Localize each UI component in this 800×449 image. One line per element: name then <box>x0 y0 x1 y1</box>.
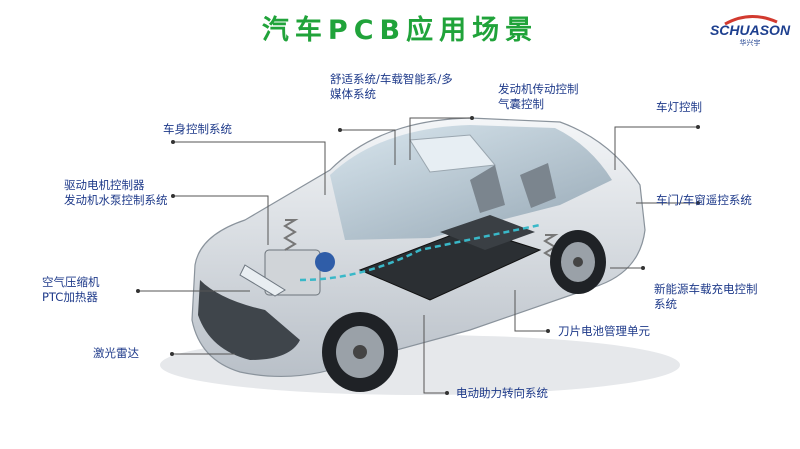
label-engine-line2: 气囊控制 <box>498 97 544 111</box>
page-title: 汽车PCB应用场景 <box>261 15 539 46</box>
label-lidar: 激光雷达 <box>93 346 139 360</box>
battery-module <box>440 215 535 250</box>
callout-dot <box>171 140 175 144</box>
energy-flow-line <box>299 223 541 282</box>
callout-dot <box>136 289 140 293</box>
label-ac: 空气压缩机 PTC加热器 <box>42 275 100 305</box>
callout-lines <box>138 117 698 394</box>
callout-dot <box>171 194 175 198</box>
label-charge-line1: 新能源车载充电控制 <box>654 282 758 296</box>
seat-front <box>470 165 505 213</box>
label-engine-line1: 发动机传动控制 <box>498 82 579 96</box>
label-steering: 电动助力转向系统 <box>456 386 548 400</box>
label-charge: 新能源车载充电控制 系统 <box>654 282 758 312</box>
callout-dot <box>338 128 342 132</box>
rear-spring <box>543 234 559 260</box>
label-door: 车门/车窗遥控系统 <box>656 193 752 207</box>
callout-dot <box>470 116 474 120</box>
callout-dot <box>696 201 700 205</box>
seat-rear <box>520 163 556 208</box>
callout-dot <box>696 125 700 129</box>
rear-wheel <box>550 230 606 294</box>
label-motor: 驱动电机控制器 发动机水泵控制系统 <box>64 178 168 208</box>
front-spring <box>283 219 299 251</box>
label-motor-line2: 发动机水泵控制系统 <box>64 193 168 207</box>
front-grille <box>198 280 300 360</box>
label-comfort: 舒适系统/车载智能系/多 媒体系统 <box>330 72 453 102</box>
callout-dot <box>546 329 550 333</box>
motor-unit <box>264 249 321 296</box>
label-lamp: 车灯控制 <box>656 100 702 114</box>
company-logo: SCHUASON 华兴宇 <box>707 12 793 47</box>
label-charge-line2: 系统 <box>654 297 677 311</box>
label-comfort-line2: 媒体系统 <box>330 87 376 101</box>
label-ac-line2: PTC加热器 <box>42 290 98 304</box>
label-motor-line1: 驱动电机控制器 <box>64 178 145 192</box>
label-body-control: 车身控制系统 <box>163 122 232 136</box>
callout-dot <box>445 391 449 395</box>
motor-cap <box>315 252 335 272</box>
label-engine: 发动机传动控制 气囊控制 <box>498 82 579 112</box>
logo-subtext: 华兴宇 <box>739 39 761 47</box>
logo-swoosh-icon <box>724 15 778 26</box>
callout-dot <box>170 352 174 356</box>
headlight <box>239 264 286 297</box>
label-comfort-line1: 舒适系统/车载智能系/多 <box>330 72 453 86</box>
logo-text: SCHUASON <box>709 22 791 38</box>
front-wheel <box>322 312 398 392</box>
label-blade-battery: 刀片电池管理单元 <box>558 324 650 338</box>
label-ac-line1: 空气压缩机 <box>42 275 100 289</box>
callout-dot <box>641 266 645 270</box>
